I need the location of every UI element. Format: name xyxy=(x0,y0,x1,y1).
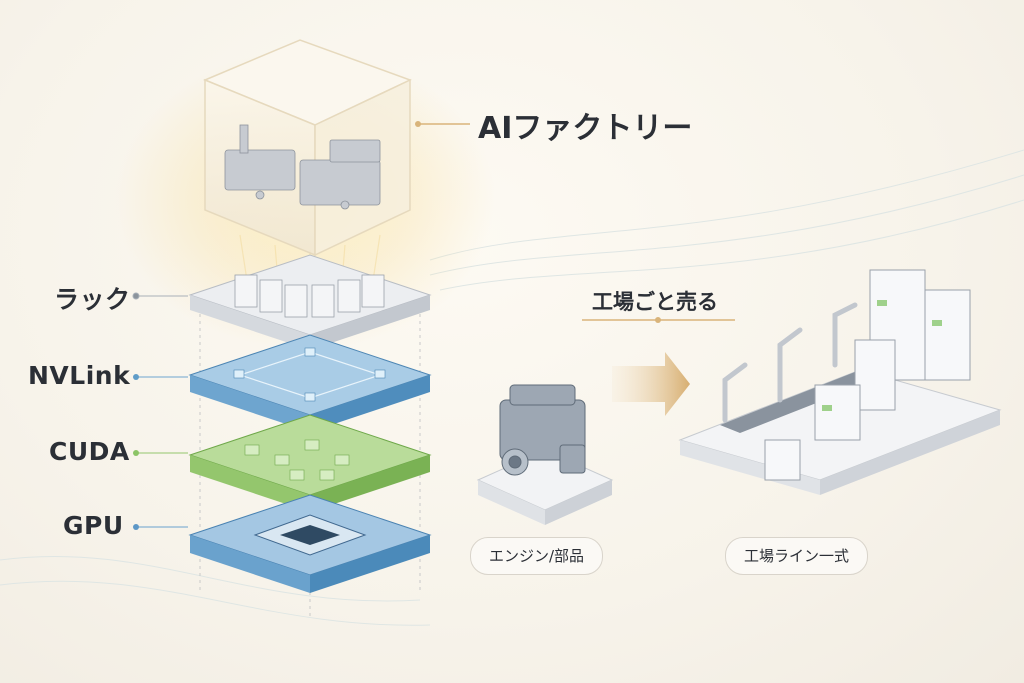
layer-label-rack: ラック xyxy=(54,285,131,314)
cube-machinery xyxy=(224,124,381,210)
ai-factory-title: AIファクトリー xyxy=(478,111,693,146)
layer-connectors xyxy=(132,292,188,530)
engine-parts-label: エンジン/部品 xyxy=(470,537,604,575)
title-connector xyxy=(415,121,470,127)
factory-line-label: 工場ライン一式 xyxy=(725,537,869,575)
sell-underline xyxy=(582,317,735,323)
gpu-chip xyxy=(253,514,367,556)
engine-illustration xyxy=(476,384,614,525)
background-curves xyxy=(0,149,1024,626)
rack-servers xyxy=(234,274,385,318)
layer-label-cuda: CUDA xyxy=(49,437,130,466)
layer-cuda xyxy=(188,414,432,512)
layer-label-nvlink: NVLink xyxy=(28,361,131,390)
layer-rack xyxy=(188,254,432,350)
sell-arrow xyxy=(612,352,690,416)
layer-label-gpu: GPU xyxy=(63,511,124,540)
sell-whole-factory-label: 工場ごと売る xyxy=(592,290,718,314)
layer-nvlink xyxy=(188,334,432,432)
layer-gpu xyxy=(188,494,432,593)
factory-illustration xyxy=(678,269,1002,495)
ai-factory-cube xyxy=(203,39,412,257)
